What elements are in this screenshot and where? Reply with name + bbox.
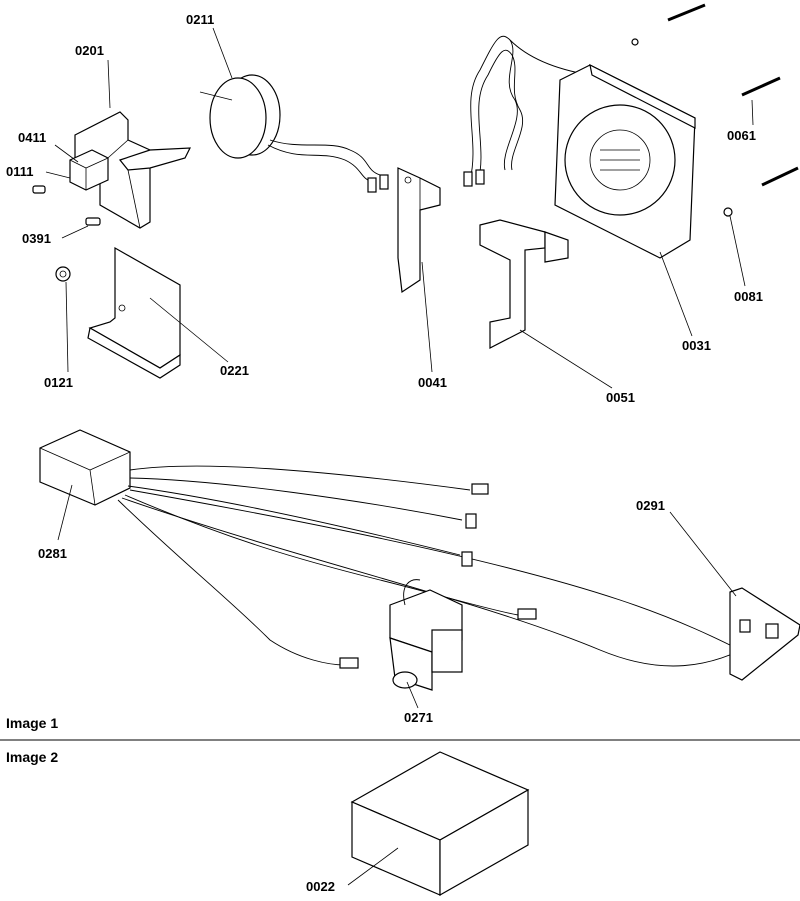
bracket-0201 bbox=[74, 111, 191, 229]
board-0291 bbox=[729, 587, 800, 681]
label-0121: 0121 bbox=[44, 375, 73, 390]
section-image-2: Image 2 bbox=[6, 749, 58, 765]
label-0391: 0391 bbox=[22, 231, 51, 246]
label-0201: 0201 bbox=[75, 43, 104, 58]
transformer-0271 bbox=[389, 579, 463, 691]
fan-0031 bbox=[554, 63, 696, 259]
label-0211: 0211 bbox=[186, 12, 214, 27]
leader-0022 bbox=[347, 847, 399, 886]
label-0061: 0061 bbox=[727, 128, 756, 143]
bracket-0051 bbox=[479, 219, 569, 349]
label-0271: 0271 bbox=[404, 710, 433, 725]
leader-lines bbox=[45, 27, 754, 709]
label-0031: 0031 bbox=[682, 338, 711, 353]
nut-0081 bbox=[631, 38, 733, 217]
label-0281: 0281 bbox=[38, 546, 67, 561]
label-0081: 0081 bbox=[734, 289, 763, 304]
label-0221: 0221 bbox=[220, 363, 249, 378]
relay-0411 bbox=[69, 149, 109, 191]
screw-0061 bbox=[667, 3, 799, 187]
label-0051: 0051 bbox=[606, 390, 635, 405]
label-0111: 0111 bbox=[6, 164, 34, 179]
label-0022: 0022 bbox=[306, 879, 335, 894]
nut-0121 bbox=[55, 266, 71, 282]
connector-0281 bbox=[39, 429, 131, 506]
section-image-1: Image 1 bbox=[6, 715, 58, 731]
label-0291: 0291 bbox=[636, 498, 665, 513]
label-0411: 0411 bbox=[18, 130, 46, 145]
bracket-0041 bbox=[397, 167, 441, 294]
screw-0111 bbox=[32, 185, 46, 194]
label-0041: 0041 bbox=[418, 375, 447, 390]
cover-0221 bbox=[87, 246, 181, 379]
wiring-harness bbox=[117, 465, 761, 669]
motor-0211 bbox=[199, 74, 389, 193]
box-0022 bbox=[350, 751, 530, 897]
screw-0391 bbox=[85, 217, 101, 226]
